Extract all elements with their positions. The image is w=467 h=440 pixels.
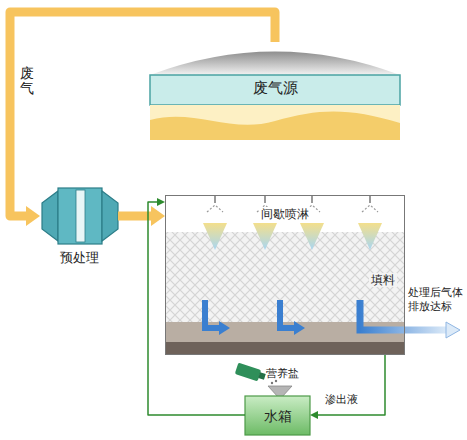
funnel (268, 386, 292, 397)
nutrient-label: 营养盐 (266, 367, 299, 381)
gas-source-tank (150, 52, 400, 141)
biofilter-box: 间歇喷淋填料 (165, 195, 405, 355)
spray-cones (203, 223, 382, 250)
tank-liquid (150, 105, 400, 140)
bottom-layer (165, 342, 405, 355)
node-text: 水箱 (262, 408, 294, 425)
discharge-arrowhead (446, 322, 460, 338)
salt-grain (275, 380, 277, 382)
edge-label: 废气 (20, 66, 34, 97)
device-outlet (102, 191, 118, 241)
bottle-body (235, 363, 262, 382)
nozzles (215, 195, 370, 203)
salt-grain (271, 382, 273, 384)
liquid-line (318, 355, 385, 415)
device-body (58, 188, 102, 244)
tank-dome (150, 52, 400, 76)
water-tank: 水箱 (245, 396, 310, 435)
node-text: 间歇喷淋 (259, 207, 311, 221)
water-tank-body (245, 396, 310, 435)
pretreatment-device (42, 188, 118, 244)
gas-pipe (118, 212, 151, 221)
edge-label: 渗出液 (325, 393, 358, 407)
device-inlet (42, 191, 58, 241)
node-text: 预处理 (58, 250, 101, 266)
node-text: 废气源 (251, 79, 300, 97)
tank-wave (150, 111, 400, 140)
flow-arrowheads (219, 321, 305, 335)
discharge-label: 处理后气体 排放达标 (408, 286, 465, 315)
gas-pipe (10, 12, 275, 216)
node-text: 填料 (369, 273, 397, 287)
bottle-neck (258, 372, 266, 380)
flow-arrows (205, 300, 295, 328)
pretreatment: 预处理 (40, 186, 118, 246)
liquid-line (148, 202, 245, 415)
device-filter (76, 190, 85, 242)
gas-source: 废气源 (150, 42, 400, 140)
tank-band (150, 75, 400, 105)
